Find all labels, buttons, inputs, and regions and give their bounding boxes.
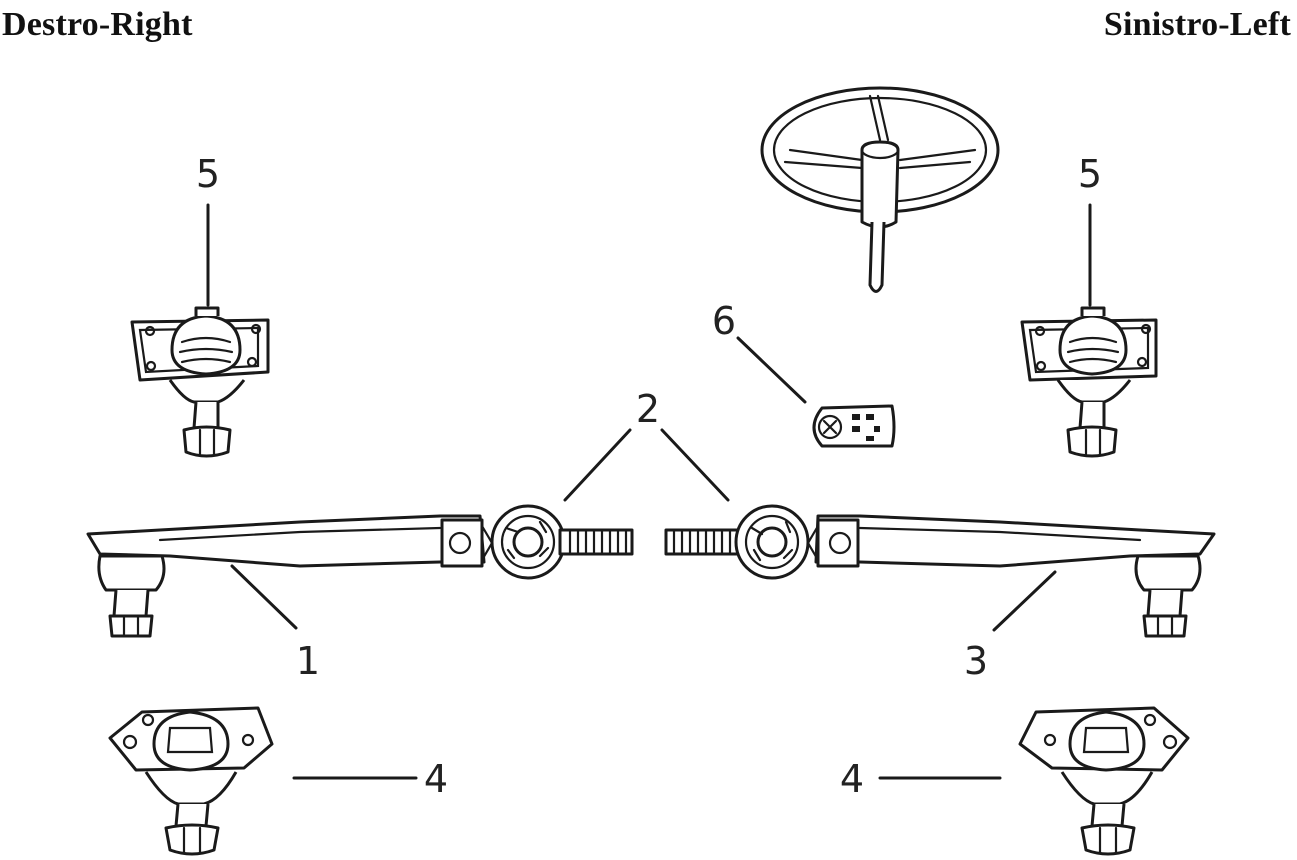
steering-wheel-icon: [760, 86, 1000, 293]
lower-ball-joint-right-side: [108, 706, 274, 856]
upper-ball-joint-left-side: [1020, 306, 1158, 458]
callout-6: 6: [712, 299, 736, 343]
leader-lines: [206, 203, 1092, 780]
upper-ball-joint-right-side: [130, 306, 270, 458]
callout-5-left-side: 5: [1078, 152, 1102, 196]
callout-3: 3: [964, 639, 988, 683]
title-right-side: Destro-Right: [2, 6, 193, 43]
tie-rod-left-side: [806, 514, 1216, 638]
callout-5-right-side: 5: [196, 152, 220, 196]
diagram-header: Destro-Right Sinistro-Left: [0, 0, 1297, 60]
rod-end-left-side: [664, 504, 810, 580]
tie-rod-right-side: [86, 514, 494, 638]
callout-1: 1: [296, 639, 320, 683]
rod-end-right-side: [490, 504, 634, 580]
title-left-side: Sinistro-Left: [1103, 6, 1291, 43]
bracket-icon: [812, 404, 896, 448]
callout-4-right-side: 4: [424, 757, 448, 801]
lower-ball-joint-left-side: [1018, 706, 1190, 856]
callout-4-left-side: 4: [840, 757, 864, 801]
callout-2: 2: [636, 387, 660, 431]
